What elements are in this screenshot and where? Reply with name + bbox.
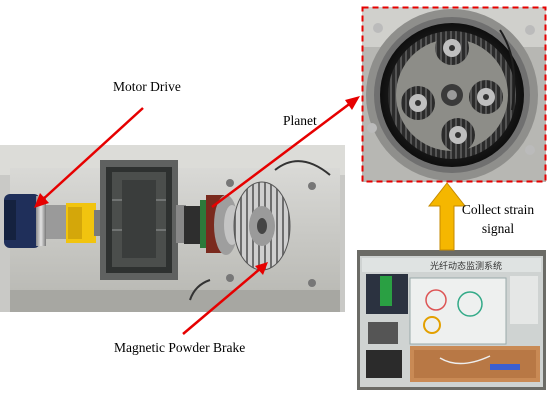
collect-signal-arrow — [427, 182, 467, 251]
collect-strain-line1: Collect strain — [461, 202, 535, 217]
planet-label: Planet — [283, 113, 317, 128]
collect-strain-signal-label: Collect strain signal — [457, 202, 539, 237]
motor-drive-unit — [4, 194, 102, 248]
finned-cooler — [233, 181, 291, 271]
planet-gears — [401, 31, 503, 152]
magnetic-powder-brake-label: Magnetic Powder Brake — [114, 340, 246, 355]
motor-drive-label: Motor Drive — [113, 79, 181, 94]
planet-arrow — [211, 96, 360, 208]
collect-strain-line2: signal — [481, 221, 515, 236]
strain-monitoring-panel-photo — [357, 250, 546, 390]
panel-title-text: 光纤动态监测系统 — [430, 260, 502, 272]
magnetic-powder-brake-arrow — [182, 262, 268, 335]
planet-highlight-box — [361, 6, 547, 183]
planet-gear-photo — [362, 7, 546, 182]
motor-drive-arrow — [34, 107, 144, 208]
